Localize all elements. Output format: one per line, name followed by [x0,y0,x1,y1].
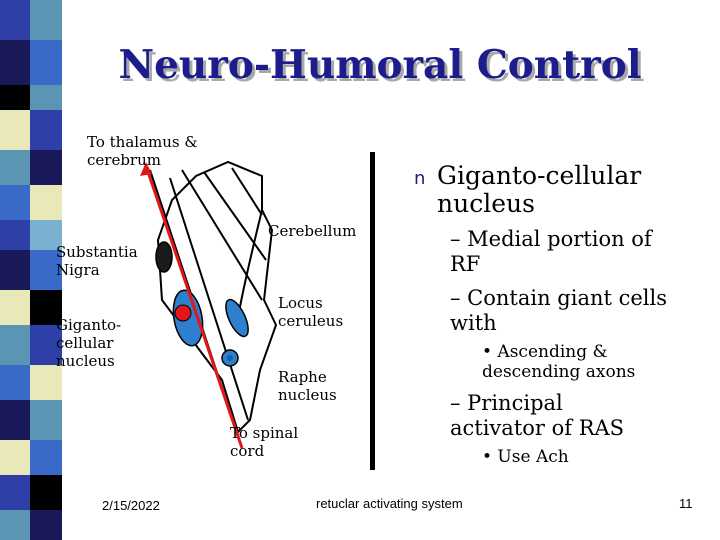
bullet-principal-activator: – Principal activator of RAS [450,391,625,440]
footer-center-text: retuclar activating system [316,496,463,511]
label-raphe-nucleus: Raphe nucleus [278,368,337,404]
brainstem-outline [156,160,278,434]
red-pathway-line [144,165,244,449]
label-to-spinal-cord: To spinal cord [230,424,299,460]
substantia-nigra-shape [155,241,173,273]
footer-page-number: 11 [679,496,693,511]
fiber-line-3 [181,169,263,301]
label-cerebellum: Cerebellum [268,222,357,240]
red-pathway-arrowhead [140,162,152,176]
vertical-divider [370,152,375,470]
fiber-line-4 [203,171,267,261]
label-gigantocellular: Giganto- cellular nucleus [56,316,122,370]
label-locus-ceruleus: Locus ceruleus [278,294,344,330]
bullet-ascending-axons: • Ascending & descending axons [482,342,636,382]
bullet-heading: Giganto-cellular nucleus [437,161,642,218]
label-substantia-nigra: Substantia Nigra [56,243,138,279]
gigantocellular-dot [174,304,192,322]
fiber-line-2 [169,177,249,421]
bullet-contain-giant-cells: – Contain giant cells with [450,286,668,335]
footer-date: 2/15/2022 [102,498,160,513]
bullet-use-ach: • Use Ach [482,447,569,467]
bullet-medial-portion: – Medial portion of RF [450,227,652,276]
fiber-line-5 [231,167,263,216]
raphe-nucleus-core [227,355,233,361]
locus-ceruleus-shape [225,298,249,338]
label-to-thalamus: To thalamus & cerebrum [87,133,198,169]
bullet-marker-icon: n [414,168,426,189]
left-decorative-stripe [0,0,62,540]
slide-title: Neuro-Humoral Control [118,42,642,88]
